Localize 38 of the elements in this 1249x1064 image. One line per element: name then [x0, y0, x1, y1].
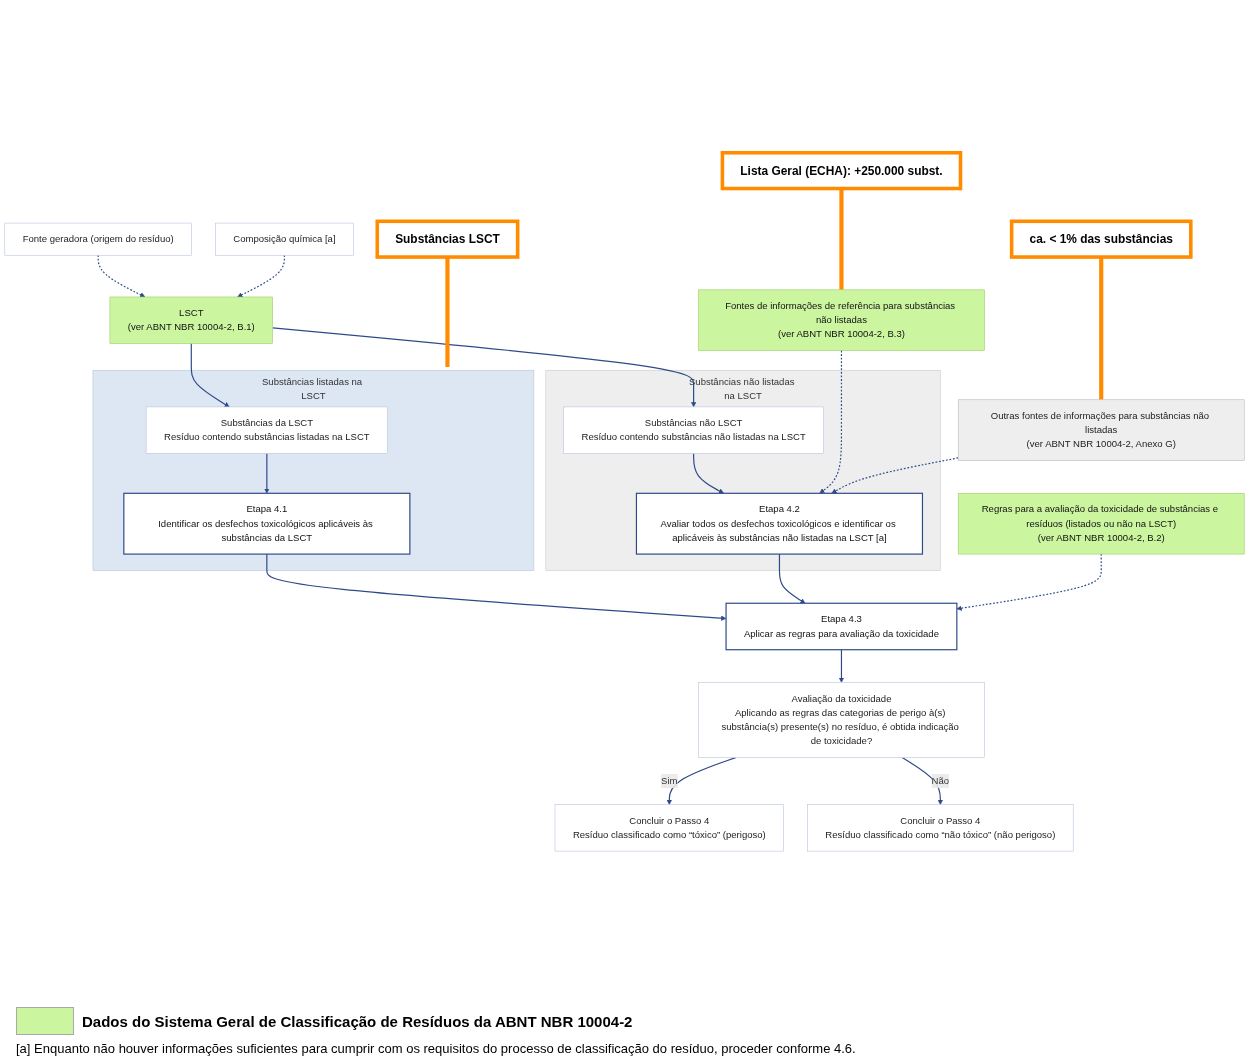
- footnote: [a] Enquanto não houver informações suficientes para cumprir com os requisitos do processo de classificação do resíduo, proceder conforme 4.6.: [16, 1041, 857, 1056]
- arrow: [266, 553, 727, 621]
- node-box: Substâncias LSCT: [375, 219, 520, 259]
- node-box: ca. < 1% das substâncias: [1009, 219, 1193, 259]
- node-box: Fontes de informações de referência para substâncias não listadas (ver ABNT NBR 10004-2, B.3): [698, 289, 985, 351]
- node-box: Etapa 4.1 Identificar os desfechos toxicológicos aplicáveis às substâncias da LSCT: [123, 492, 411, 555]
- arrow: [264, 452, 270, 494]
- node-box: Outras fontes de informações para substâncias não listadas (ver ABNT NBR 10004-2, Anexo G): [957, 399, 1245, 461]
- node-box: Avaliação da toxicidade Aplicando as regras das categorias de perigo à(s) substância(s) presente(s) no resíduo, é obtida indicação de toxicidade?: [698, 681, 985, 758]
- node-box: Composição química [a]: [215, 222, 354, 256]
- node-box: Lista Geral (ECHA): +250.000 subst.: [720, 150, 963, 190]
- arrow: [778, 553, 806, 604]
- arrow: [956, 553, 1102, 611]
- node-box: Fonte geradora (origem do resíduo): [4, 222, 192, 256]
- arrow: [831, 456, 959, 494]
- node-box: Concluir o Passo 4 Resíduo classificado como “tóxico” (perigoso): [554, 803, 784, 851]
- node-box: Regras para a avaliação da toxicidade de substâncias e resíduos (listados ou não na LSCT) (ver ABNT NBR 10004-2, B.2): [957, 492, 1245, 554]
- arrow: [272, 326, 697, 407]
- legend-text: Dados do Sistema Geral de Classificação de Resíduos da ABNT NBR 10004-2: [82, 1012, 633, 1030]
- connector: [1099, 256, 1104, 400]
- arrow: [901, 756, 943, 805]
- edge-label: Não: [931, 775, 950, 786]
- arrow: [190, 342, 230, 407]
- node-box: Concluir o Passo 4 Resíduo classificado como “não tóxico” (não perigoso): [807, 803, 1074, 851]
- node-box: Substâncias da LSCT Resíduo contendo substâncias listadas na LSCT: [145, 406, 388, 454]
- arrow: [819, 349, 843, 494]
- node-box: Etapa 4.2 Avaliar todos os desfechos toxicológicos e identificar os aplicáveis às substâncias não listadas na LSCT [a]: [635, 492, 924, 555]
- connector: [445, 256, 450, 367]
- node-box: LSCT (ver ABNT NBR 10004-2, B.1): [109, 296, 273, 344]
- edge-label: Sim: [661, 775, 678, 786]
- node-box: Etapa 4.3 Aplicar as regras para avaliação da toxicidade: [725, 602, 958, 650]
- arrow: [693, 452, 724, 494]
- arrow: [237, 254, 285, 297]
- connector: [839, 188, 844, 290]
- arrow: [97, 254, 146, 297]
- node-box: Substâncias não LSCT Resíduo contendo substâncias não listadas na LSCT: [563, 406, 824, 454]
- arrow: [838, 648, 845, 683]
- arrow: [666, 756, 737, 805]
